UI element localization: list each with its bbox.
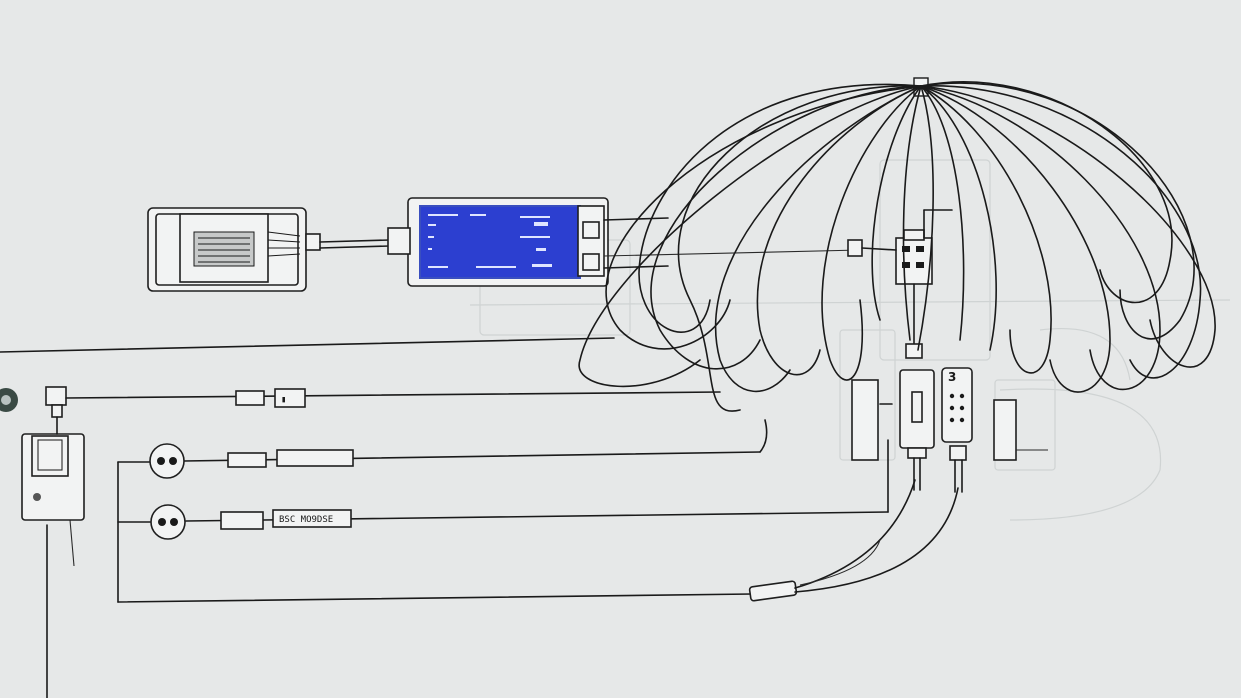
screw-icon	[33, 493, 41, 501]
right-devices: 3	[851, 367, 1048, 513]
row2-socket	[149, 443, 185, 479]
left-module	[147, 207, 391, 292]
row3-socket	[150, 504, 186, 540]
row1-connector	[274, 388, 306, 408]
row2-label-plate	[276, 449, 354, 467]
bottom-line	[117, 479, 959, 603]
controller-left-plug	[387, 227, 411, 255]
terminal-block	[895, 237, 933, 285]
background-ghost-shapes	[469, 239, 1231, 521]
row-2	[117, 419, 768, 603]
left-bracket	[851, 379, 879, 461]
right-bracket	[993, 399, 1017, 461]
right-terminal-block	[847, 159, 991, 361]
row3-label-text: BSC MO9DSE	[279, 515, 333, 525]
numbered-connector	[941, 367, 973, 443]
row1-connector-label: ▮	[281, 395, 286, 405]
row-1: ▮	[65, 388, 721, 408]
wire-bundle	[578, 77, 1216, 412]
row3-fuse	[220, 511, 264, 530]
connector-number-badge: 3	[948, 370, 956, 384]
row-3: BSC MO9DSE	[117, 504, 889, 540]
row2-fuse	[227, 452, 267, 468]
row1-fuse	[235, 390, 265, 406]
top-connector	[45, 386, 67, 406]
left-control-unit	[0, 337, 615, 698]
small-plug	[847, 239, 863, 257]
display-controller	[387, 197, 861, 287]
left-module-plug	[305, 233, 321, 251]
row3-label-plate	[272, 509, 352, 528]
bottom-plug	[748, 580, 798, 602]
